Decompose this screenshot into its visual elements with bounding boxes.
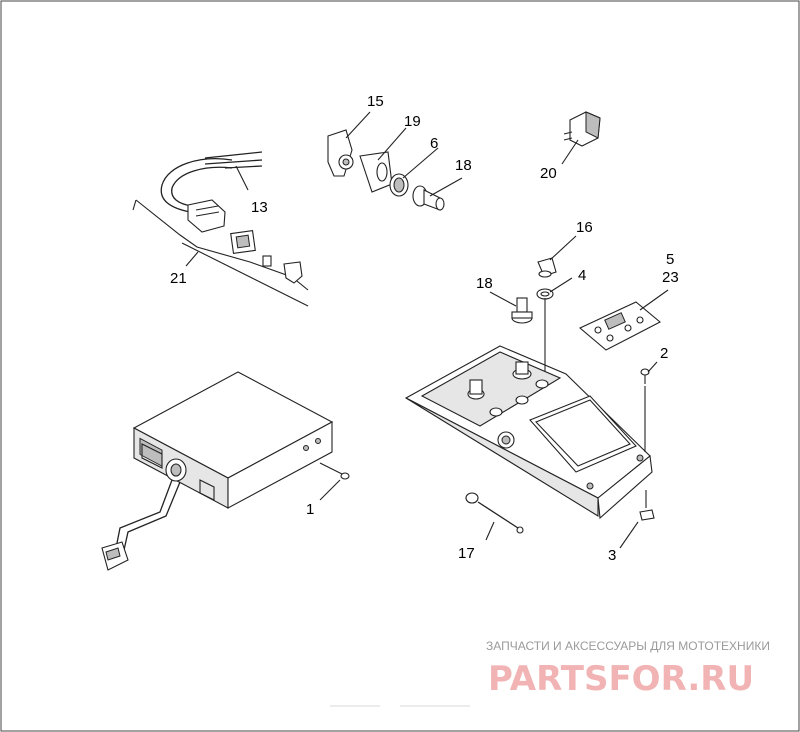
callout-20: 20 (540, 165, 557, 182)
toggle-switch-set (327, 129, 445, 211)
callout-17: 17 (458, 545, 475, 562)
control-module (101, 371, 334, 571)
cable-part-17 (465, 492, 524, 534)
knob-part-18 (511, 297, 533, 324)
watermark: ЗАПЧАСТИ И АКСЕССУАРЫ ДЛЯ МОТОТЕХНИКИ PA… (486, 639, 770, 699)
callout-21: 21 (170, 270, 187, 287)
callout-1: 1 (306, 501, 314, 518)
console-panel (404, 345, 653, 520)
callout-4: 4 (578, 267, 586, 284)
screw-part-1 (319, 462, 350, 480)
knob-part-16 (537, 257, 557, 278)
callout-2: 2 (660, 345, 668, 362)
watermark-brand: PARTSFOR.RU (488, 659, 754, 699)
callout-16: 16 (576, 219, 593, 236)
callout-13: 13 (251, 199, 268, 216)
watermark-subtitle: ЗАПЧАСТИ И АКСЕССУАРЫ ДЛЯ МОТОТЕХНИКИ (486, 639, 770, 653)
callout-15: 15 (367, 93, 384, 110)
callout-labels: 15 19 6 18 13 21 20 16 4 18 5 23 2 1 17 … (170, 93, 679, 564)
callout-3: 3 (608, 547, 616, 564)
screw-part-2 (640, 368, 650, 452)
leader-lines (185, 111, 669, 549)
callout-23: 23 (662, 269, 679, 286)
nut-part-3 (639, 490, 655, 521)
callout-6: 6 (430, 135, 438, 152)
wiring-harness-group (132, 151, 309, 307)
callout-18-upper: 18 (455, 157, 472, 174)
oring-part-4-inner (540, 291, 550, 297)
rocker-switch (563, 111, 601, 147)
callout-18-lower: 18 (476, 275, 493, 292)
callout-5: 5 (666, 251, 674, 268)
callout-19: 19 (404, 113, 421, 130)
faceplate-part-5-23 (578, 301, 661, 351)
